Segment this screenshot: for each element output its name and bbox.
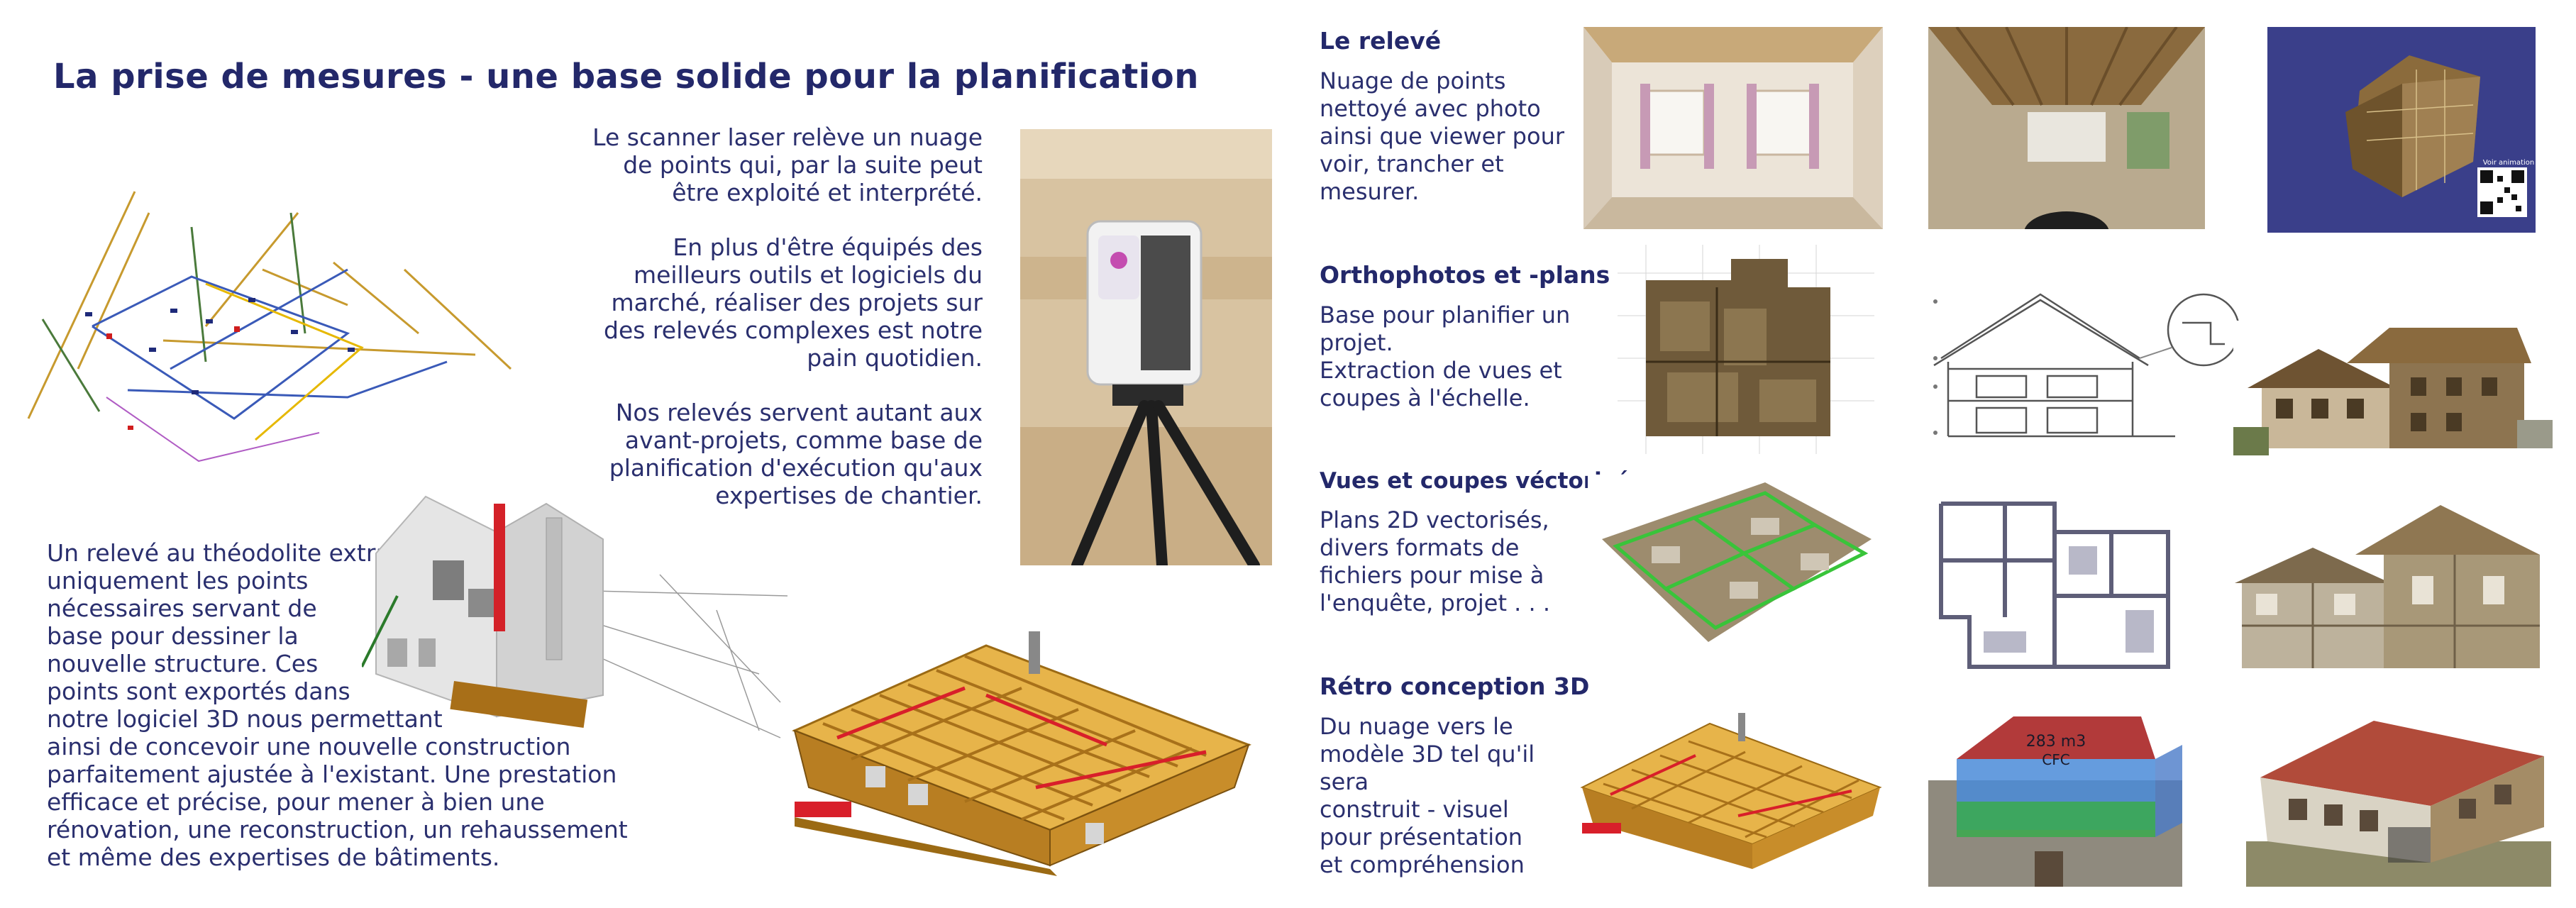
- text-line: planification d'exécution qu'aux: [609, 454, 983, 482]
- page-title: La prise de mesures - une base solide po…: [53, 57, 1199, 96]
- text-line: pain quotidien.: [807, 344, 983, 372]
- section-orthophotos: Orthophotos et -plans Base pour planifie…: [1320, 261, 1610, 412]
- text-line: En plus d'être équipés des: [673, 233, 983, 261]
- text-line: points sont exportés dans: [47, 677, 350, 705]
- text-line: uniquement les points: [47, 567, 309, 594]
- theodolite-points-drawing: [21, 184, 518, 482]
- text-line: notre logiciel 3D nous permettant: [47, 705, 443, 733]
- text-line: efficace et précise, pour mener à bien u…: [47, 788, 545, 816]
- text-line: avant-projets, comme base de: [624, 426, 983, 454]
- text-line: être exploité et interprété.: [672, 179, 983, 206]
- volume-study-model: 283 m3 CFC: [1928, 716, 2182, 887]
- text-line: pour présentation: [1320, 824, 1523, 851]
- text-line: fichiers pour mise à: [1320, 562, 1544, 589]
- section-heading: Le relevé: [1320, 27, 1442, 55]
- text-line: nouvelle structure. Ces: [47, 650, 319, 677]
- text-line: divers formats de: [1320, 534, 1520, 561]
- text-line: projet.: [1320, 329, 1393, 356]
- text-line: Nuage de points: [1320, 67, 1506, 94]
- section-body: Base pour planifier un projet. Extractio…: [1320, 301, 1589, 412]
- section-vues-coupes: Vues et coupes véctorisées Plans 2D vect…: [1320, 468, 1658, 617]
- text-line: ainsi de concevoir une nouvelle construc…: [47, 733, 571, 760]
- section-heading: Orthophotos et -plans: [1320, 261, 1610, 289]
- orthophoto-plan: [1618, 245, 1874, 454]
- text-line: Extraction de vues et: [1320, 357, 1562, 384]
- volume-category-label: CFC: [2042, 751, 2069, 768]
- text-line: meilleurs outils et logiciels du: [633, 261, 983, 289]
- intro-paragraph-3: Nos relevés servent autant aux avant-pro…: [539, 399, 983, 509]
- text-line: nécessaires servant de: [47, 594, 317, 622]
- section-retro-conception: Rétro conception 3D Du nuage vers le mod…: [1320, 672, 1589, 879]
- text-line: expertises de chantier.: [715, 482, 983, 509]
- text-line: et compréhension: [1320, 851, 1525, 878]
- text-line: Du nuage vers le: [1320, 713, 1513, 740]
- section-releve: Le relevé Nuage de points nettoyé avec p…: [1320, 27, 1582, 206]
- vectorized-3d-plan: [1588, 475, 1879, 649]
- text-line: et même des expertises de bâtiments.: [47, 843, 500, 871]
- intro-paragraph-1: Le scanner laser relève un nuage de poin…: [539, 123, 983, 206]
- section-body: Plans 2D vectorisés, divers formats de f…: [1320, 506, 1618, 617]
- text-line: l'enquête, projet . . .: [1320, 589, 1551, 616]
- intro-paragraph-2: En plus d'être équipés des meilleurs out…: [539, 233, 983, 372]
- timber-frame-model: [752, 624, 1263, 880]
- text-line: construit - visuel: [1320, 796, 1509, 823]
- text-line: rénovation, une reconstruction, un rehau…: [47, 816, 628, 843]
- wall-3d-model: [362, 489, 787, 752]
- text-line: marché, réaliser des projets sur: [611, 289, 983, 316]
- section-body: Nuage de points nettoyé avec photo ainsi…: [1320, 67, 1582, 206]
- volume-label: 283 m3: [2026, 733, 2086, 751]
- text-line: Base pour planifier un: [1320, 301, 1571, 328]
- panorama-room-photo: [1928, 27, 2205, 229]
- facade-orthophoto: [2233, 321, 2553, 455]
- text-line: modèle 3D tel qu'il sera: [1320, 741, 1535, 795]
- scan-render-house: [2246, 714, 2551, 887]
- floor-plan-drawing: [1927, 489, 2182, 677]
- text-line: de points qui, par la suite peut: [623, 151, 983, 179]
- text-line: Nos relevés servent autant aux: [615, 399, 983, 426]
- text-line: parfaitement ajustée à l'existant. Une p…: [47, 760, 617, 788]
- timber-frame-model-small: [1554, 709, 1891, 873]
- text-line: Le scanner laser relève un nuage: [592, 123, 983, 151]
- text-line: Plans 2D vectorisés,: [1320, 506, 1549, 533]
- text-line: base pour dessiner la: [47, 622, 299, 650]
- text-line: mesurer.: [1320, 178, 1420, 205]
- text-line: des relevés complexes est notre: [604, 316, 983, 344]
- text-line: coupes à l'échelle.: [1320, 384, 1530, 411]
- intro-text: Le scanner laser relève un nuage de poin…: [539, 123, 983, 509]
- theodolite-text: Un relevé au théodolite extrait uniqueme…: [47, 539, 643, 871]
- section-heading: Vues et coupes véctorisées: [1320, 468, 1658, 494]
- point-cloud-viewer: Voir animation: [2267, 27, 2536, 233]
- section-drawing: [1927, 280, 2240, 450]
- point-cloud-room-photo: [1583, 27, 1883, 229]
- text-line: Un relevé au théodolite extrait: [47, 539, 406, 567]
- text-line: voir, trancher et: [1320, 150, 1504, 177]
- section-heading: Rétro conception 3D: [1320, 672, 1590, 700]
- text-line: nettoyé avec photo: [1320, 95, 1541, 122]
- qr-caption: Voir animation: [2483, 159, 2535, 167]
- section-cut-orthophoto: [2228, 505, 2554, 675]
- laser-scanner-photo: [1020, 129, 1272, 565]
- section-body: Du nuage vers le modèle 3D tel qu'il ser…: [1320, 713, 1589, 879]
- text-line: ainsi que viewer pour: [1320, 123, 1564, 150]
